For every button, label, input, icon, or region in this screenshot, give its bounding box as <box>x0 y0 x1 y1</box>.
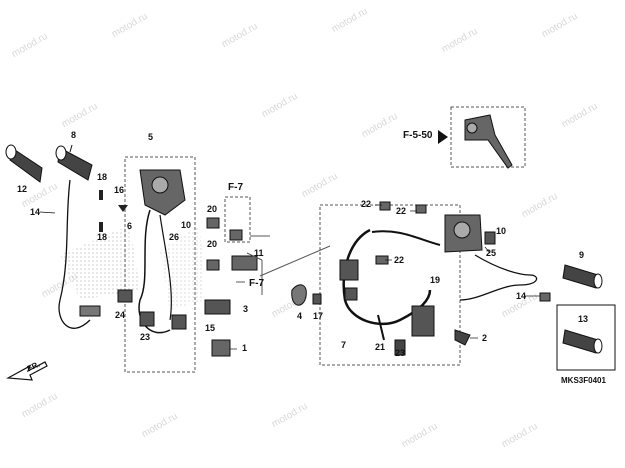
grip-13 <box>562 329 603 354</box>
part-label-6: 6 <box>127 221 133 231</box>
part-label-20: 20 <box>207 204 218 214</box>
part-label-12: 12 <box>17 184 28 194</box>
reference-f7[interactable]: F-7 <box>228 182 243 193</box>
part-label-10: 10 <box>181 220 192 230</box>
part-label-17: 17 <box>313 311 324 321</box>
part-label-9: 9 <box>579 250 585 260</box>
part-label-7: 7 <box>341 340 347 350</box>
part-label-21: 21 <box>375 342 386 352</box>
part-label-11: 11 <box>254 248 264 258</box>
wire-harness-left <box>138 209 171 334</box>
part-label-24: 24 <box>115 310 126 320</box>
inset-box-13 <box>556 304 616 371</box>
part-label-23: 23 <box>140 332 151 342</box>
part-label-18: 18 <box>97 172 108 182</box>
left-grip-8 <box>55 145 93 181</box>
part-label-10: 10 <box>496 226 507 236</box>
left-grip-12 <box>5 144 43 183</box>
reference-f7[interactable]: F-7 <box>249 278 264 289</box>
leader-lines <box>39 204 540 350</box>
part-label-13: 13 <box>578 314 589 324</box>
brake-lever-box <box>450 106 526 168</box>
part-label-2: 2 <box>482 333 488 343</box>
part-label-25: 25 <box>486 248 497 258</box>
part-label-20: 20 <box>207 239 218 249</box>
part-label-8: 8 <box>71 130 77 140</box>
part-label-19: 19 <box>430 275 441 285</box>
f7-box <box>224 196 251 243</box>
part-label-22: 22 <box>396 206 407 216</box>
diagram-code: MKS3F0401 <box>561 376 606 385</box>
wire-right <box>459 254 538 301</box>
part-label-26: 26 <box>169 232 180 242</box>
part-label-3: 3 <box>243 304 249 314</box>
shading-area <box>160 225 205 310</box>
part-label-22: 22 <box>361 199 372 209</box>
part-label-18: 18 <box>97 232 108 242</box>
part-label-14: 14 <box>516 291 527 301</box>
part-label-15: 15 <box>205 323 216 333</box>
part-label-14: 14 <box>30 207 41 217</box>
part-label-5: 5 <box>148 132 154 142</box>
switch-housing-box <box>124 156 196 373</box>
part-label-1: 1 <box>242 343 248 353</box>
part-label-23: 23 <box>395 348 406 358</box>
right-grip-9 <box>562 264 603 289</box>
reference-f5-50[interactable]: F-5-50 <box>403 130 433 141</box>
part-label-4: 4 <box>297 311 303 321</box>
front-arrow-icon <box>5 361 48 381</box>
shading-area <box>60 225 140 300</box>
part-label-22: 22 <box>394 255 405 265</box>
part-label-16: 16 <box>114 185 125 195</box>
